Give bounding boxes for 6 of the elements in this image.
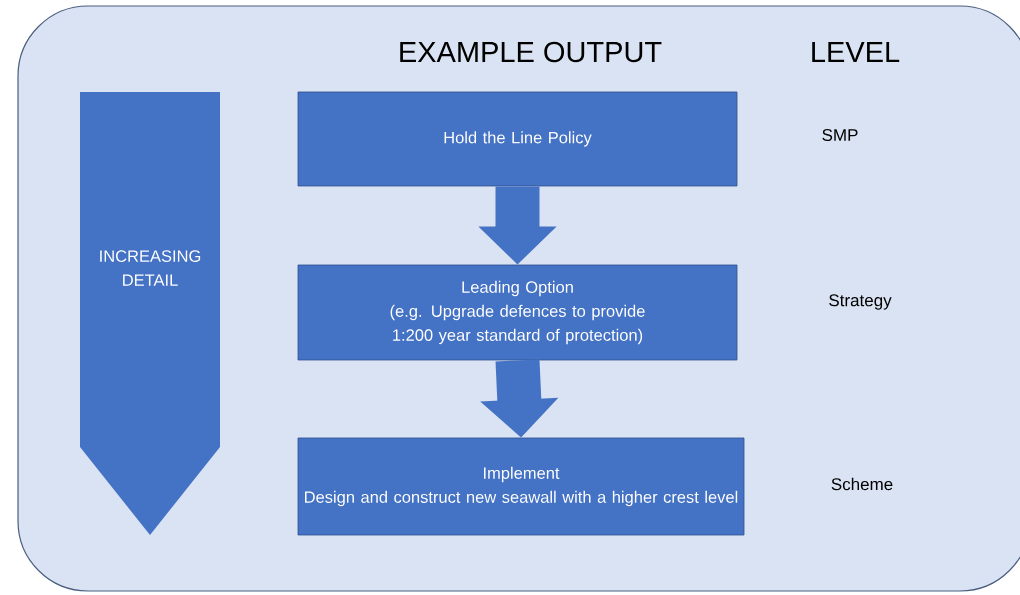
level-label: SMP	[822, 129, 858, 141]
level-label: Strategy	[829, 294, 892, 310]
level-label: Scheme	[831, 477, 893, 491]
process-box: Hold the Line Policy	[297, 91, 738, 187]
column-heading: LEVEL	[812, 42, 900, 62]
column-heading: EXAMPLE OUTPUT	[400, 41, 662, 63]
